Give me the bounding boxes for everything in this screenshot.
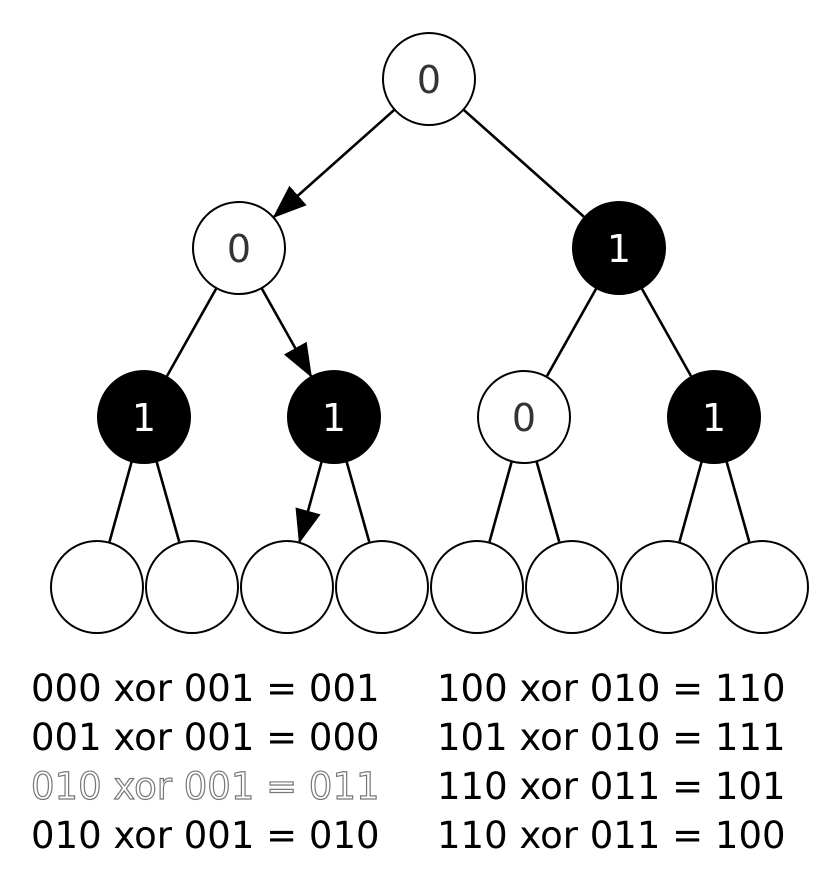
tree-node-n2: 1	[572, 201, 666, 295]
edge-n5-to-l4	[488, 460, 513, 543]
node-label: 1	[702, 396, 726, 440]
node-circle	[572, 201, 666, 295]
node-circle	[715, 540, 809, 634]
edge-n1-to-n3	[165, 287, 218, 377]
node-circle	[667, 370, 761, 464]
edge-n6-to-l6	[678, 460, 703, 543]
node-circle	[145, 540, 239, 634]
node-circle	[525, 540, 619, 634]
xor-equation: 000 xor 001 = 001	[31, 667, 380, 710]
node-label: 0	[417, 58, 441, 102]
arrow-n0-to-n1	[272, 108, 396, 219]
xor-equation: 110 xor 011 = 101	[437, 765, 786, 808]
node-circle	[287, 370, 381, 464]
xor-equation: 101 xor 010 = 111	[437, 716, 786, 759]
xor-equation: 110 xor 011 = 100	[437, 814, 786, 857]
leaf-node-l1	[145, 540, 239, 634]
node-circle	[620, 540, 714, 634]
tree-node-n3: 1	[97, 370, 191, 464]
arrow-n4-to-l2	[295, 460, 323, 544]
node-circle	[50, 540, 144, 634]
leaf-node-l5	[525, 540, 619, 634]
edge-n5-to-l5	[535, 460, 561, 543]
leaf-node-l0	[50, 540, 144, 634]
tree-node-n1: 0	[192, 201, 286, 295]
tree-node-n5: 0	[477, 370, 571, 464]
node-label: 0	[227, 227, 251, 271]
leaf-node-l2	[240, 540, 334, 634]
node-circle	[477, 370, 571, 464]
leaf-node-l7	[715, 540, 809, 634]
node-circle	[335, 540, 429, 634]
leaf-node-l4	[430, 540, 524, 634]
edge-n0-to-n2	[462, 108, 585, 218]
tree-node-n6: 1	[667, 370, 761, 464]
leaf-node-l6	[620, 540, 714, 634]
xor-equation: 100 xor 010 = 110	[437, 667, 786, 710]
node-circle	[382, 32, 476, 126]
leaf-node-l3	[335, 540, 429, 634]
node-label: 1	[132, 396, 156, 440]
node-circle	[192, 201, 286, 295]
node-label: 1	[607, 227, 631, 271]
xor-equation: 001 xor 001 = 000	[31, 716, 380, 759]
node-label: 1	[322, 396, 346, 440]
xor-equation: 010 xor 001 = 011	[30, 765, 380, 808]
node-circle	[97, 370, 191, 464]
edge-n3-to-l1	[155, 460, 181, 543]
node-label: 0	[512, 396, 536, 440]
edge-n4-to-l3	[345, 460, 371, 543]
arrow-n1-to-n4	[260, 287, 313, 378]
tree-node-n0: 0	[382, 32, 476, 126]
edge-n2-to-n5	[545, 287, 598, 377]
edge-n2-to-n6	[640, 287, 693, 377]
edge-n3-to-l0	[108, 460, 133, 543]
node-circle	[430, 540, 524, 634]
node-circle	[240, 540, 334, 634]
tree-node-n4: 1	[287, 370, 381, 464]
binary-tree-diagram: 0 0 1 1 1 0 1	[50, 32, 809, 634]
xor-equation: 010 xor 001 = 010	[31, 814, 380, 857]
edge-n6-to-l7	[725, 460, 751, 543]
